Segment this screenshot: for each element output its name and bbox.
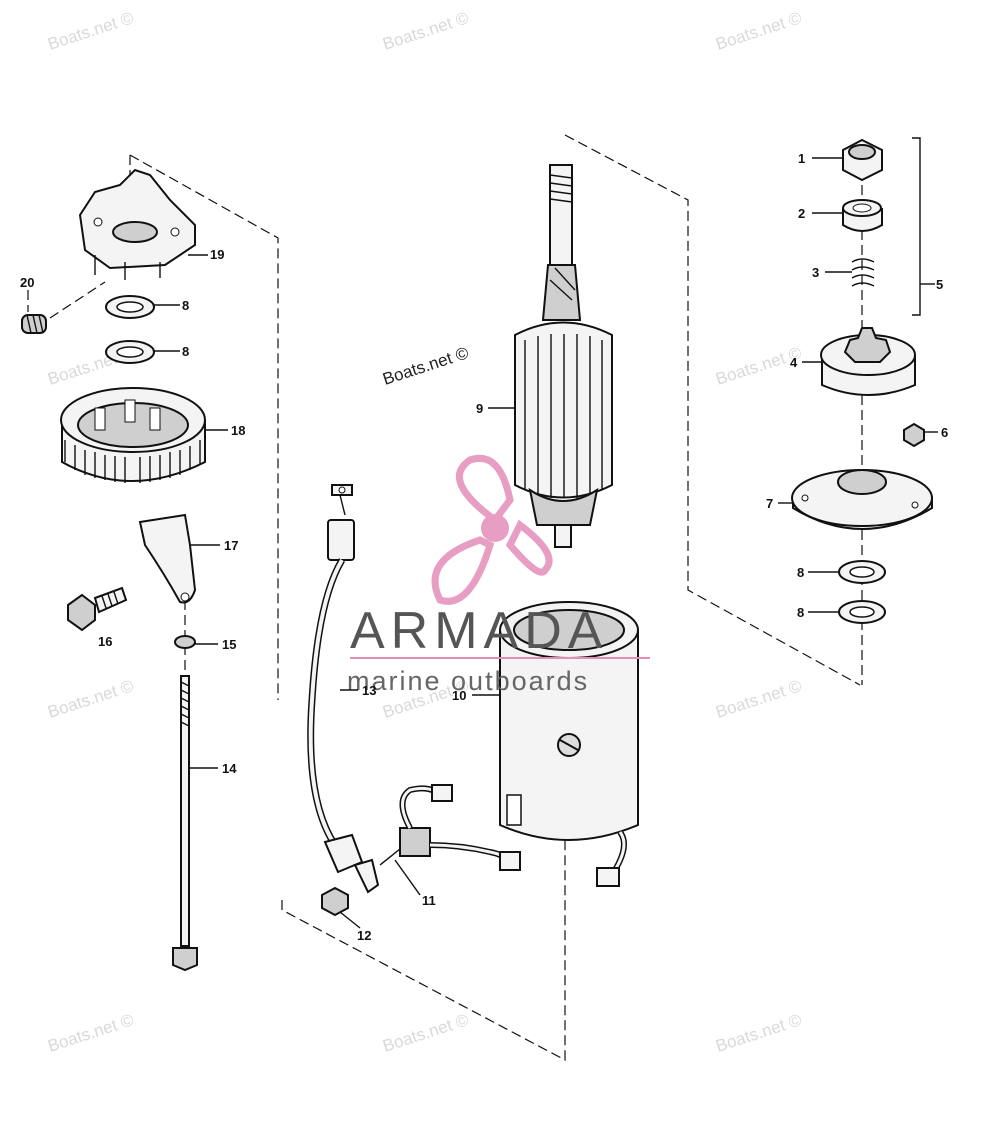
part-20-spring <box>21 314 47 334</box>
watermark-text: Boats.net © <box>380 1010 471 1056</box>
part-4-drive-pinion <box>820 327 916 396</box>
part-3-spring <box>851 258 875 287</box>
watermark-text: Boats.net © <box>45 8 136 54</box>
part-19-end-plate <box>78 168 196 280</box>
assembly-boundaries <box>129 134 863 1061</box>
lower-group-boundary <box>281 720 566 1061</box>
callout-6: 6 <box>941 425 948 440</box>
watermark-text: Boats.net © <box>713 1010 804 1056</box>
callout-1: 1 <box>798 151 805 166</box>
callout-19: 19 <box>210 247 224 262</box>
armada-logo: ARMADA marine outboards <box>347 602 650 696</box>
callout-13: 13 <box>362 683 376 698</box>
callout-20: 20 <box>20 275 34 290</box>
callout-11: 11 <box>422 893 436 908</box>
callout-12: 12 <box>357 928 371 943</box>
part-18-end-frame <box>60 387 206 483</box>
callout-18: 18 <box>231 423 245 438</box>
part-10-field-frame <box>499 601 639 841</box>
callout-10: 10 <box>452 688 466 703</box>
part-11-brush-set <box>379 784 627 887</box>
left-group-boundary <box>129 154 279 700</box>
watermark-text: Boats.net © <box>713 8 804 54</box>
callout-3: 3 <box>812 265 819 280</box>
callout-8: 8 <box>797 605 804 620</box>
watermark-text-center: Boats.net © <box>380 343 471 389</box>
leader-lines <box>27 157 938 929</box>
logo-propeller-icon <box>431 455 553 605</box>
part-6-nut <box>903 422 925 448</box>
part-2-spacer <box>842 199 883 232</box>
part-7-drive-end-cap <box>791 469 933 530</box>
callout-8: 8 <box>797 565 804 580</box>
callout-4: 4 <box>790 355 798 370</box>
center-group-boundary <box>564 134 861 686</box>
callout-5: 5 <box>936 277 943 292</box>
part-9-armature <box>514 164 613 548</box>
part-15-lockwasher <box>174 635 196 649</box>
callout-14: 14 <box>222 761 237 776</box>
watermark-text: Boats.net © <box>45 676 136 722</box>
callout-9: 9 <box>476 401 483 416</box>
part-17-brush-bracket <box>138 513 197 604</box>
logo-wordmark: ARMADA <box>350 602 608 660</box>
watermark-text: Boats.net © <box>45 1010 136 1056</box>
watermark-text: Boats.net © <box>380 8 471 54</box>
callout-2: 2 <box>798 206 805 221</box>
callout-15: 15 <box>222 637 236 652</box>
part-1-nut <box>842 138 883 182</box>
logo-tagline: marine outboards <box>347 666 589 696</box>
part-12-nut <box>321 886 349 917</box>
callout-8: 8 <box>182 344 189 359</box>
callout-17: 17 <box>224 538 238 553</box>
watermark-text: Boats.net © <box>713 676 804 722</box>
callout-8: 8 <box>182 298 189 313</box>
part-16-screw <box>67 586 128 632</box>
bracket-5 <box>912 137 921 316</box>
part-13-cable <box>307 484 380 894</box>
callout-16: 16 <box>98 634 112 649</box>
callout-labels: 1 2 3 4 5 6 7 8 8 8 8 9 10 11 12 13 14 1… <box>20 151 948 943</box>
part-14-thru-bolt <box>172 675 198 972</box>
callout-7: 7 <box>766 496 773 511</box>
